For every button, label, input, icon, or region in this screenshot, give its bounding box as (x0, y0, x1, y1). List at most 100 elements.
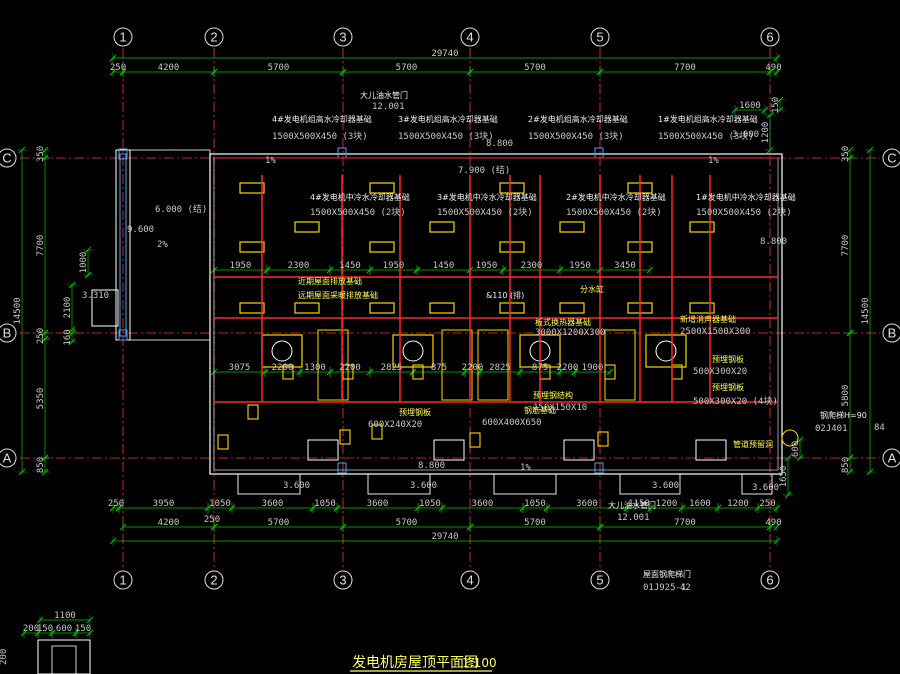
canopy-block (237, 473, 301, 495)
axis-bubble-label: 5 (596, 573, 603, 588)
axis-bubble-label: 4 (466, 573, 473, 588)
ladder-label: 屋面钢爬梯门 (643, 569, 691, 579)
dim-value: 5700 (268, 518, 290, 528)
dim-value: 2200 (462, 363, 484, 373)
dim-value: 1950 (230, 261, 252, 271)
pipe-hole (307, 439, 339, 461)
dim-value: 600 (791, 441, 801, 457)
cooler-title: 3#发电机中冷水冷却器基础 (437, 192, 537, 202)
dim-value: 4200 (158, 518, 180, 528)
axis-bubble-label: 1 (119, 30, 126, 45)
dim-value: 875 (431, 363, 447, 373)
elev-label: 8.800 (418, 461, 445, 471)
dim-value: 1200 (656, 499, 678, 509)
dim-value: 7700 (36, 235, 46, 257)
dim-value: 1300 (304, 363, 326, 373)
ladder-label: 钢爬梯H=90 (820, 410, 867, 420)
axis-bubble-label: A (888, 451, 897, 466)
dim-value: 1200 (761, 122, 771, 144)
dim-value: 2200 (557, 363, 579, 373)
dim-value: 1900 (582, 363, 604, 373)
ladder-ring (781, 429, 799, 447)
dim-value: 150 (75, 624, 91, 634)
plate-size: 500X300X20 (693, 367, 747, 377)
dim-value: 7700 (674, 518, 696, 528)
elev-label: 3.600 (752, 483, 779, 493)
axis-bubble-label: 6 (766, 573, 773, 588)
dim-value: 250 (110, 63, 126, 73)
small-room (91, 289, 119, 327)
tank-label: 大儿油水管门 (608, 500, 656, 510)
dim-value: 150 (37, 624, 53, 634)
dim-value: 3600 (367, 499, 389, 509)
drain-marker (594, 462, 604, 474)
slope-label: 2% (157, 240, 168, 250)
axis-bubble-circle (333, 27, 353, 47)
cooler-foundation (559, 221, 585, 233)
dim-value: 490 (765, 518, 781, 528)
drain-marker (118, 329, 128, 341)
embed-plate (604, 364, 616, 380)
canopy-block (619, 473, 681, 495)
pipe-hole (695, 439, 727, 461)
dim-value: 160 (63, 329, 73, 345)
cooler-foundation (239, 302, 265, 314)
axis-bubble-label: B (888, 326, 897, 341)
cooler-title: 2#发电机组高水冷却器基础 (528, 114, 628, 124)
dim-value: 1000 (79, 252, 89, 274)
dim-value: 850 (36, 457, 46, 473)
dim-value: 5700 (396, 63, 418, 73)
steel-size: 150X150X10 (533, 403, 587, 413)
cooler-size: 1500X500X450 (2块) (696, 206, 792, 218)
dim-value: 29740 (431, 532, 458, 542)
axis-bubble-circle (0, 148, 17, 168)
stair-core (119, 153, 127, 337)
elev-label: 3.600 (410, 481, 437, 491)
cooler-title: 3#发电机组高水冷却器基础 (398, 114, 498, 124)
dim-value: 29740 (431, 49, 458, 59)
elev-label: 6.000 (结) (155, 203, 207, 215)
dim-value: 1450 (433, 261, 455, 271)
dim-value: 1600 (739, 101, 761, 111)
axis-bubble-circle (882, 323, 900, 343)
pipe-label: &110 (排) (486, 290, 524, 300)
dim-value: 1450 (339, 261, 361, 271)
dim-value: 5350 (36, 388, 46, 410)
cooler-size: 1500X500X450 (3块) (528, 130, 624, 142)
cooler-foundation (499, 241, 525, 253)
tank-elev: 12.001 (617, 513, 650, 523)
found-label: 钢筋基础 (524, 405, 556, 415)
cooler-foundation (499, 182, 525, 194)
drawing-title: 发电机房屋顶平面图 (352, 655, 478, 671)
cooler-foundation (499, 302, 525, 314)
cooler-size: 1500X500X450 (3块) (398, 130, 494, 142)
axis-bubble-circle (882, 148, 900, 168)
drain-marker (337, 147, 347, 159)
axis-bubble-circle (460, 27, 480, 47)
axis-bubble-circle (0, 323, 17, 343)
drain-marker (594, 147, 604, 159)
dim-value: 850 (841, 457, 851, 473)
canopy-block (493, 473, 557, 495)
hx-foundation (441, 329, 473, 401)
pipe-hole (563, 439, 595, 461)
found-size: 600X400X650 (482, 418, 542, 428)
dim-value: 350 (841, 146, 851, 162)
detail-label: 200 (0, 649, 9, 665)
elev-label: 8.800 (486, 139, 513, 149)
cooler-foundation (689, 221, 715, 233)
cooler-foundation (294, 302, 320, 314)
dim-value: 5700 (524, 518, 546, 528)
axis-bubble-circle (882, 448, 900, 468)
dim-value: 875 (532, 363, 548, 373)
detail-section (37, 639, 91, 674)
axis-bubble-label: 3 (339, 573, 346, 588)
cooler-foundation (369, 302, 395, 314)
embed-plate (217, 434, 229, 450)
exhaust-label: 远期屋面采暖排放基础 (298, 290, 378, 300)
axis-bubble-circle (760, 570, 780, 590)
dim-value: 250 (108, 499, 124, 509)
embed-plate (339, 429, 351, 445)
ladder-ref: 01J925-1 (643, 583, 686, 593)
plate-size: 500X300X20 (4块) (693, 395, 778, 407)
